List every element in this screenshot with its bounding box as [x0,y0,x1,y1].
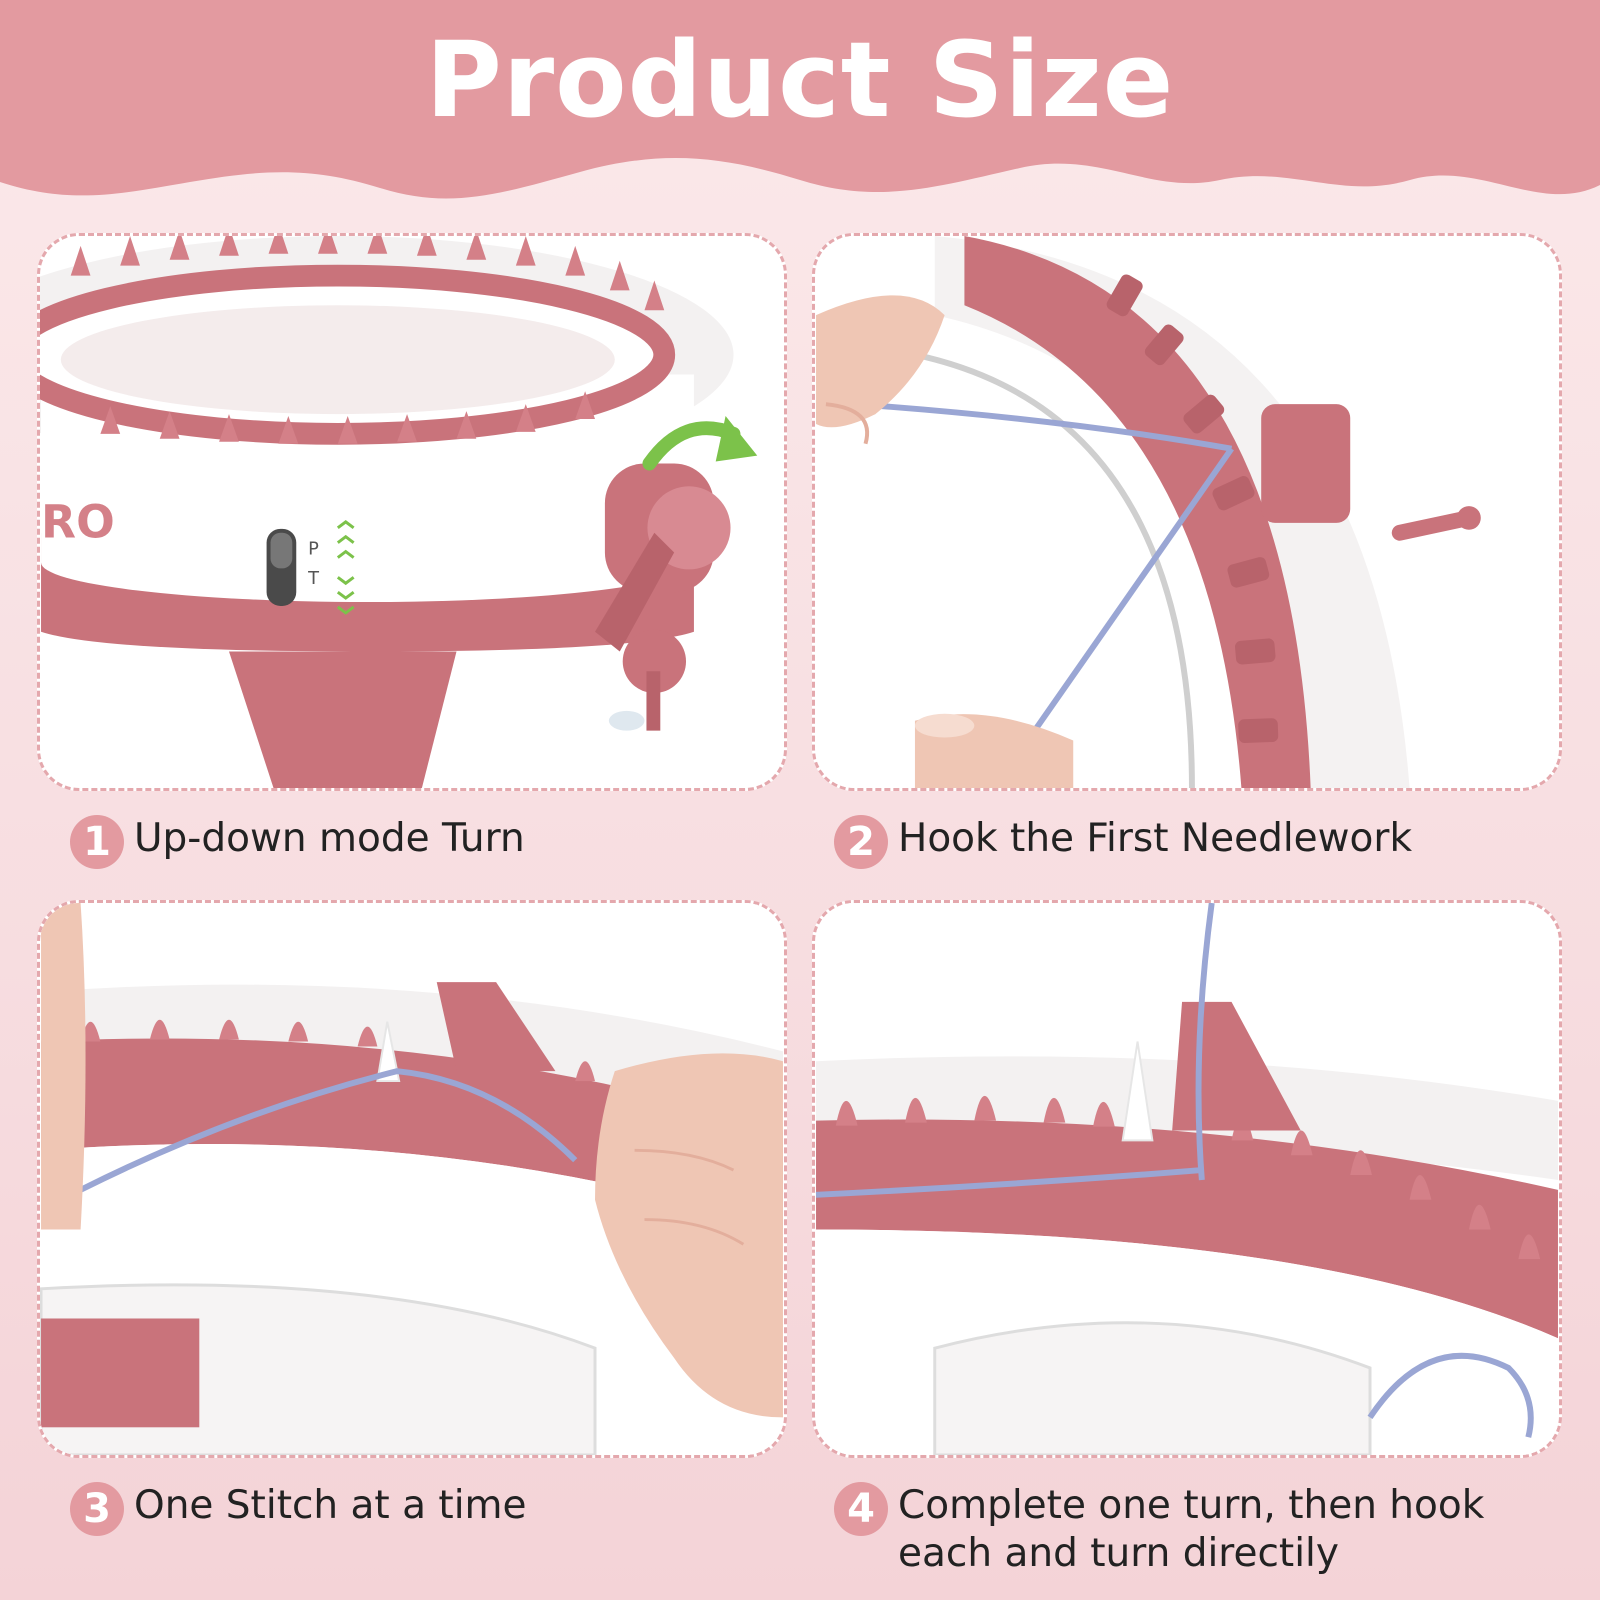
hand-guiding-yarn-illustration [40,903,783,1455]
step-3: 3 One Stitch at a time [70,1482,527,1536]
step-caption-line-1: Complete one turn, then hook [898,1483,1485,1528]
photo-panel-4 [812,900,1562,1458]
hand-hooking-yarn-illustration [816,236,1558,788]
step-number-badge: 1 [70,815,124,869]
step-1: 1 Up-down mode Turn [70,815,525,869]
step-caption-line-2: each and turn directily [898,1531,1339,1576]
svg-text:P: P [308,539,319,560]
step-caption: Complete one turn, then hook each and tu… [898,1482,1484,1578]
yarn-hooked-on-needles-illustration [815,903,1558,1455]
step-caption: Up-down mode Turn [134,816,525,861]
photo-panel-2 [812,233,1562,791]
knitting-machine-crank-illustration: RO P T [40,236,758,788]
step-number-badge: 3 [70,1482,124,1536]
svg-text:RO: RO [41,496,115,549]
page-title: Product Size [425,19,1175,141]
step-number-badge: 2 [834,815,888,869]
svg-text:T: T [307,568,319,589]
photo-panel-1: RO P T [37,233,787,791]
step-2: 2 Hook the First Needlework [834,815,1412,869]
step-caption: Hook the First Needlework [898,816,1413,861]
step-number-badge: 4 [834,1482,888,1536]
step-4: 4 Complete one turn, then hook each and … [834,1482,1484,1578]
header-banner [0,0,1600,230]
photo-panel-3 [37,900,787,1458]
wavy-banner-shape [0,0,1600,199]
step-caption: One Stitch at a time [134,1483,527,1528]
